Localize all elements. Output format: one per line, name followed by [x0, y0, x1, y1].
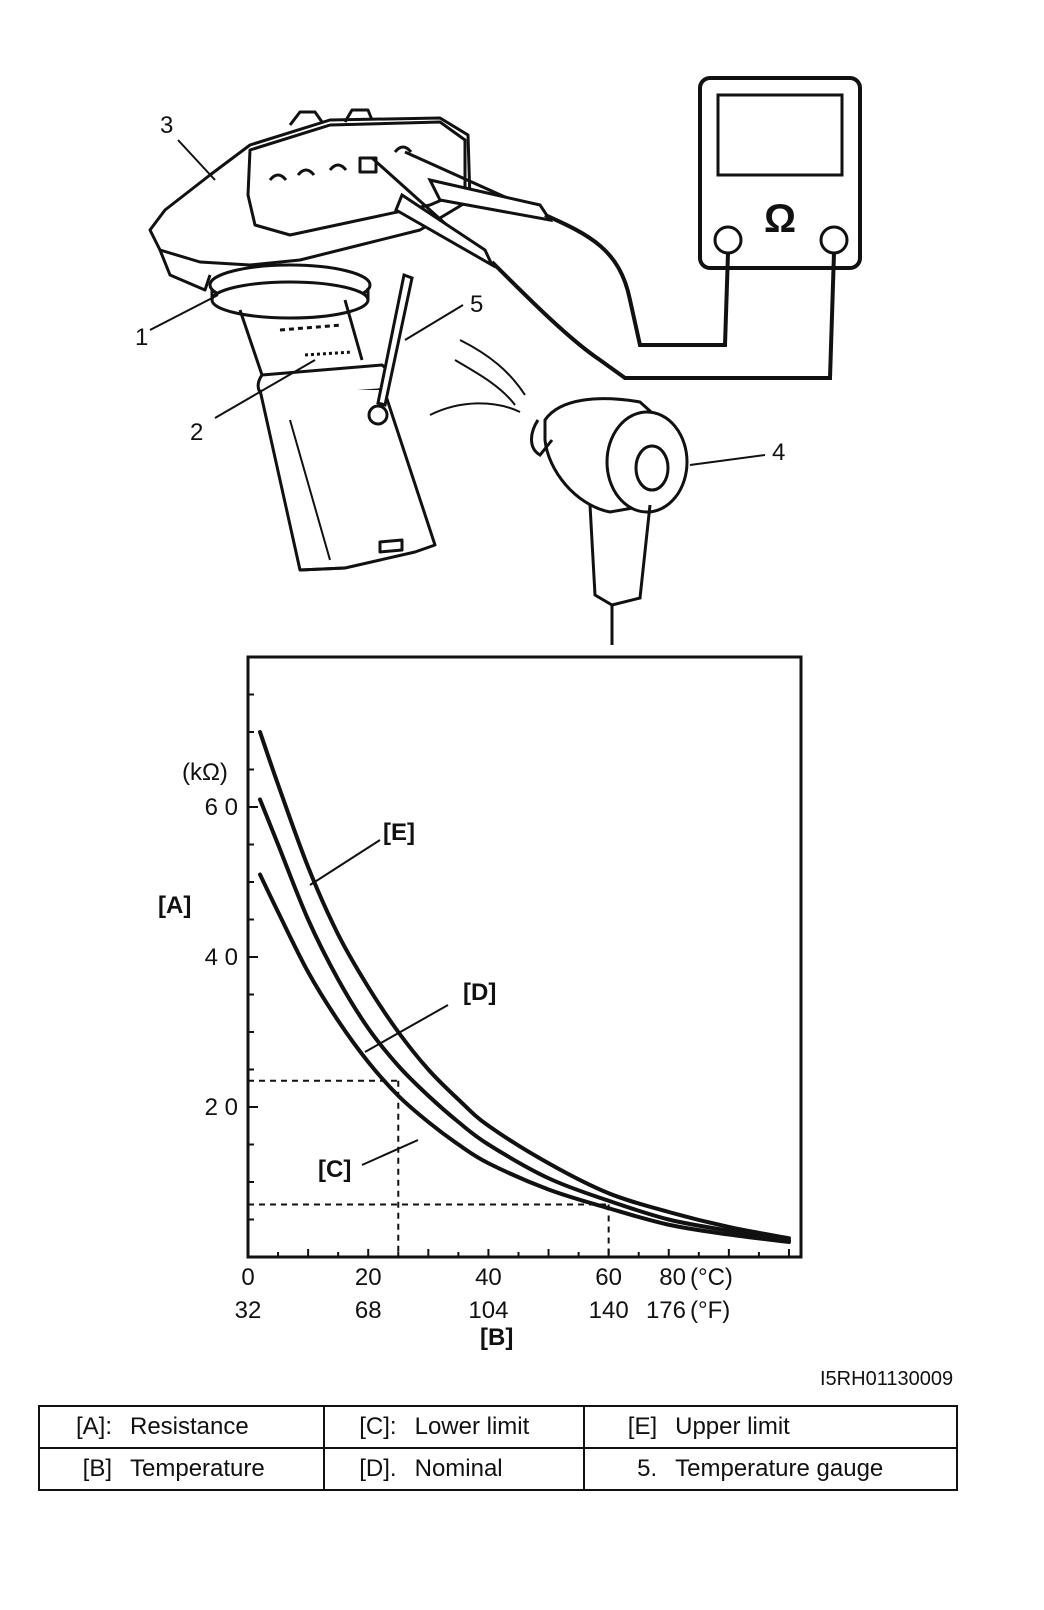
reference-lines — [248, 1079, 610, 1257]
y-unit-label: (kΩ) — [182, 759, 228, 786]
callout-4: 4 — [772, 439, 785, 466]
curves — [258, 730, 791, 1244]
callout-1: 1 — [135, 324, 148, 351]
x-tick-label-fahrenheit: 104 — [468, 1297, 508, 1324]
x-tick-label-fahrenheit: 68 — [355, 1297, 382, 1324]
x-tick-label-celsius: 20 — [355, 1264, 382, 1291]
legend-key: [C]: — [359, 1413, 397, 1440]
legend-cell: [B] Temperature — [38, 1447, 325, 1491]
legend-cell: [A]: Resistance — [38, 1405, 325, 1449]
x-tick-label-celsius: 0 — [241, 1264, 254, 1291]
legend-text: Resistance — [130, 1413, 249, 1440]
callout-5: 5 — [470, 291, 483, 318]
y-tick-label: 2 0 — [205, 1094, 238, 1121]
legend-key: 5. — [637, 1455, 658, 1482]
callout-3: 3 — [160, 112, 173, 139]
ohmmeter — [698, 76, 862, 270]
ohm-symbol-icon: Ω — [764, 197, 796, 241]
sensor-assembly — [148, 108, 472, 572]
legend-text: Lower limit — [414, 1413, 530, 1440]
temperature-gauge — [367, 272, 414, 426]
x-unit-celsius: (°C) — [690, 1264, 733, 1291]
resistance-temperature-chart: 2 0 4 0 6 0 0 32 20 68 40 104 60 140 80 176 (kΩ) [A… — [158, 655, 803, 1351]
leader-lower — [361, 1139, 419, 1166]
callout-leaders — [149, 139, 766, 466]
x-tick-label-fahrenheit: 32 — [235, 1297, 262, 1324]
x-tick-label-fahrenheit: 140 — [589, 1297, 629, 1324]
legend-text: Upper limit — [675, 1413, 790, 1440]
y-tick-label: 6 0 — [205, 794, 238, 821]
legend-row: [B] Temperature [D]. Nominal 5. Temperature… — [38, 1447, 958, 1491]
curve-label-lower: [C] — [318, 1156, 351, 1183]
x-minor-ticks — [247, 1249, 790, 1257]
y-axis-tag: [A] — [158, 892, 191, 919]
lower-limit-curve — [258, 872, 791, 1244]
legend-text: Nominal — [414, 1455, 503, 1482]
legend-key: [B] — [82, 1455, 112, 1482]
legend-cell: [D]. Nominal — [322, 1447, 586, 1491]
x-tick-label-celsius: 40 — [475, 1264, 502, 1291]
x-tick-labels: 0 32 20 68 40 104 60 140 80 176 — [235, 1264, 686, 1324]
x-axis-tag: [B] — [480, 1324, 513, 1351]
y-minor-ticks — [248, 693, 258, 1221]
curve-label-upper: [E] — [383, 819, 415, 846]
leader-nominal — [364, 1004, 449, 1053]
legend-key: [A]: — [75, 1413, 112, 1440]
y-tick-label: 4 0 — [205, 944, 238, 971]
nominal-curve — [258, 797, 791, 1243]
legend-cell: 5. Temperature gauge — [583, 1447, 958, 1491]
legend-row: [A]: Resistance [C]: Lower limit [E] Upper … — [38, 1405, 958, 1449]
x-unit-fahrenheit: (°F) — [690, 1297, 730, 1324]
legend-key: [D]. — [359, 1455, 397, 1482]
curve-label-nominal: [D] — [463, 979, 496, 1006]
y-tick-labels: 2 0 4 0 6 0 — [205, 794, 238, 1121]
legend-key: [E] — [627, 1413, 658, 1440]
x-tick-label-celsius: 80 — [659, 1264, 686, 1291]
legend-text: Temperature — [130, 1455, 265, 1482]
callout-2: 2 — [190, 419, 203, 446]
legend-cell: [C]: Lower limit — [322, 1405, 586, 1449]
leader-upper — [309, 839, 381, 886]
x-tick-label-fahrenheit: 176 — [646, 1297, 686, 1324]
sensor-test-illustration: Ω 3 1 2 5 4 2 0 4 0 6 0 0 32 20 68 40 104 60 140 8… — [135, 76, 862, 1351]
x-tick-label-celsius: 60 — [595, 1264, 622, 1291]
legend-table: [A]: Resistance [C]: Lower limit [E] Upper … — [38, 1405, 958, 1491]
legend-cell: [E] Upper limit — [583, 1405, 958, 1449]
heat-gun — [429, 339, 689, 645]
test-leads — [370, 150, 836, 380]
upper-limit-curve — [258, 730, 791, 1241]
legend-text: Temperature gauge — [675, 1455, 884, 1482]
figure-id: I5RH01130009 — [820, 1368, 954, 1390]
